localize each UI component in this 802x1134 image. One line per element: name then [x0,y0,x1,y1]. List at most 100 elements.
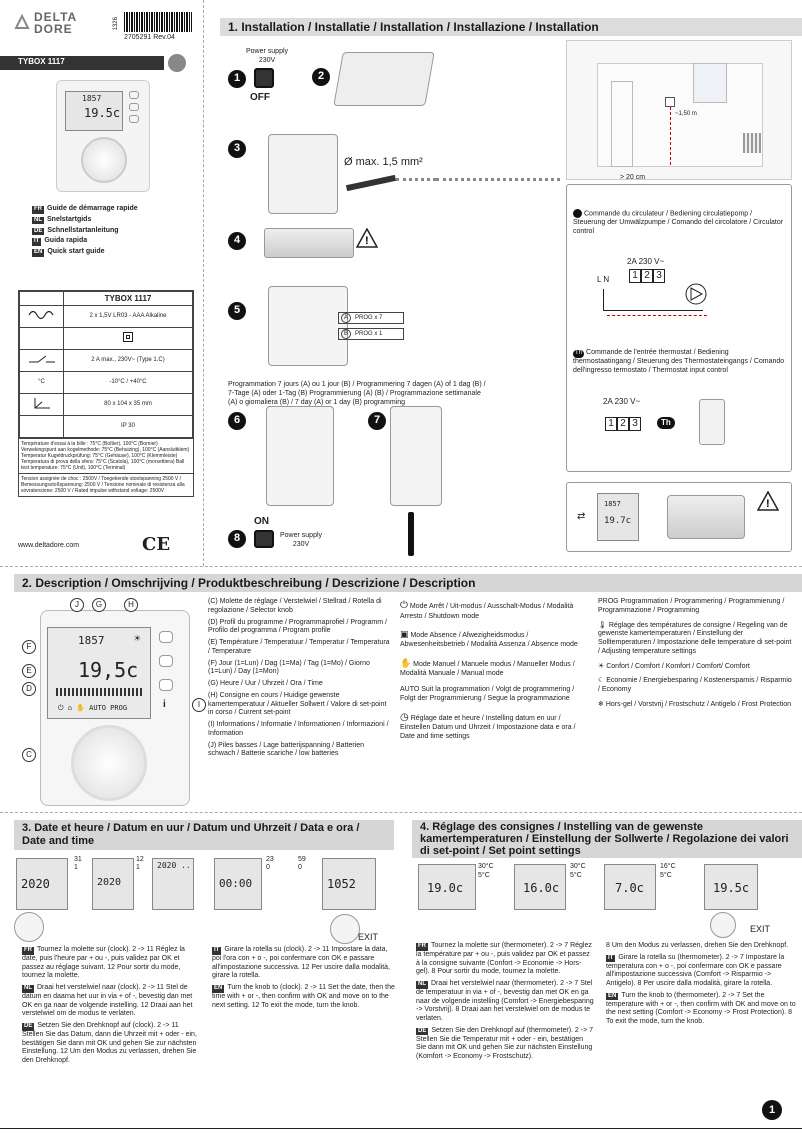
lang-label: Quick start guide [47,248,105,255]
s3-nl-text: Draai het verstelwiel naar (clock). 2 ->… [22,984,193,1018]
website: www.deltadore.com [18,542,80,549]
logo-mark-icon [14,14,30,29]
step-3: 3 Ø max. 1,5 mm² [228,128,438,218]
lang-code: FR [32,206,44,214]
date-screen-2: 2020 [92,858,134,910]
moon-icon: ☾ [598,677,605,685]
product-title: TYBOX 1117 [18,57,65,66]
brand-name-line2: DORE [34,22,73,36]
range-hi: 30°C [478,863,494,870]
thermometer-icon: 🌡 [598,621,607,629]
setpoint-screen-2: 16.0c [514,864,566,910]
step-number-5: 5 [228,302,246,320]
step3-open-device [268,134,338,214]
step-8: ON 8 Power supply 230V [228,516,348,556]
lang-label: Schnellstartanleitung [47,226,119,234]
step-number-2: 2 [312,68,330,86]
screen-value: 16.0c [523,881,560,895]
room-height: ~1,50 m [675,111,697,117]
cover-lcd-temp: 19.5c [84,106,121,120]
battery-panel: ⇄ 1857 19.7c ! [566,482,792,552]
frost-desc: ❄ Hors-gel / Vorstvrij / Frostschutz / A… [598,701,794,710]
callout-c: C [22,748,36,762]
economy-desc: ☾ Economie / Energiebesparing / Kostener… [598,677,794,695]
callout-g-letter: G [95,600,103,609]
desc-button-1 [159,631,173,643]
setpoint-screen-3: 7.0c [604,864,656,910]
step-number-7: 7 [368,412,386,430]
dims-icon-cell [19,393,64,416]
callout-d-letter: D [26,684,32,693]
range-bottom: 1 [136,863,140,871]
date-screen-3: 2020 .. [152,858,194,910]
range-top: 31 [74,856,82,863]
mode-absence-text: Mode Absence / Afwezigheidsmodus / Abwes… [400,632,578,648]
dimensions-icon [34,397,50,409]
room-back-wall [597,63,763,167]
s3-de-text: Setzen Sie den Drehknopf auf (clock). 2 … [22,1022,197,1064]
program-profile-bar [56,688,144,696]
range-top: 23 [266,856,274,863]
date-screen-1: 2020 [16,858,68,910]
callout-j: J [70,598,84,612]
suitcase-icon: ▣ [400,629,409,640]
description-col3: PROG Programmation / Programmering / Pro… [598,598,794,713]
cover-button-3 [129,115,139,123]
range-bottom: 0 [298,863,302,871]
section-divider [0,812,802,813]
range-bottom: 0 [266,863,270,871]
range-lo: 5°C [478,872,490,880]
lang-code-it: IT [606,954,616,963]
section4-title: 4. Réglage des consignes / Instelling va… [420,820,789,858]
lang-label: Snelstartgids [47,215,92,223]
screen-value: 00:00 [219,877,253,890]
mode-manual-text: Mode Manuel / Manuele modus / Manueller … [400,660,575,677]
spec-ball-test: Température d'essai à la bille : 75°C (B… [19,438,193,473]
desc-j: (J) Piles basses / Lage batterijspanning… [208,741,365,758]
step5-device-back [268,286,348,366]
exit-knob-illustration [710,912,736,938]
mode-manual: ✋ Mode Manuel / Manuele modus / Manuelle… [400,658,586,679]
prog-a-label: PROG x 7 [355,315,383,321]
breaker-icon [254,530,274,548]
snowflake-icon: ❄ [598,700,604,708]
battery-lcd-time: 1857 [604,500,621,508]
spec-temp-symbol: °C [19,371,64,394]
desc-f: (F) Jour (1=Lun) / Dag (1=Ma) / Tag (1=M… [208,659,370,676]
lang-code: DE [32,227,45,235]
desc-lcd-temp: 19,5c [78,658,139,682]
description-col2: ⏻ Mode Arrêt / Uit-modus / Ausschalt-Mod… [400,600,586,745]
comfort-desc-text: Confort / Comfort / Komfort / Comfort/ C… [606,662,750,670]
room-thermostat [665,97,675,107]
term-th-badge: Th [657,417,675,429]
hand-icon: ✋ [400,657,412,668]
cover-lcd-time: 1857 [82,94,102,103]
lang-label: Guida rapida [44,237,88,245]
desc-button-3 [159,679,173,691]
s3-fr-text: Tournez la molette sur (clock). 2 -> 11 … [22,946,185,980]
comfort-desc: ☀ Confort / Comfort / Komfort / Comfort/… [598,663,794,672]
date-screen-4: 00:00 [214,858,262,910]
s4-it-text: Girare la rotella su (thermometer). 2 ->… [606,953,785,987]
exit-label: EXIT [750,924,771,934]
desc-c: (C) Molette de réglage / Verstelwiel / S… [208,598,382,614]
callout-h-letter: H [128,600,134,609]
circ-wire [603,289,703,311]
step-2: 2 [312,52,442,122]
screen-value: 19.0c [427,881,464,895]
spec-empty-cell [19,291,64,306]
power-icon: ⏻ [400,600,408,611]
section2-title: 2. Description / Omschrijving / Produktb… [22,575,476,590]
step1-state: OFF [250,92,270,103]
description-col1: (C) Molette de réglage / Verstelwiel / S… [208,598,390,762]
